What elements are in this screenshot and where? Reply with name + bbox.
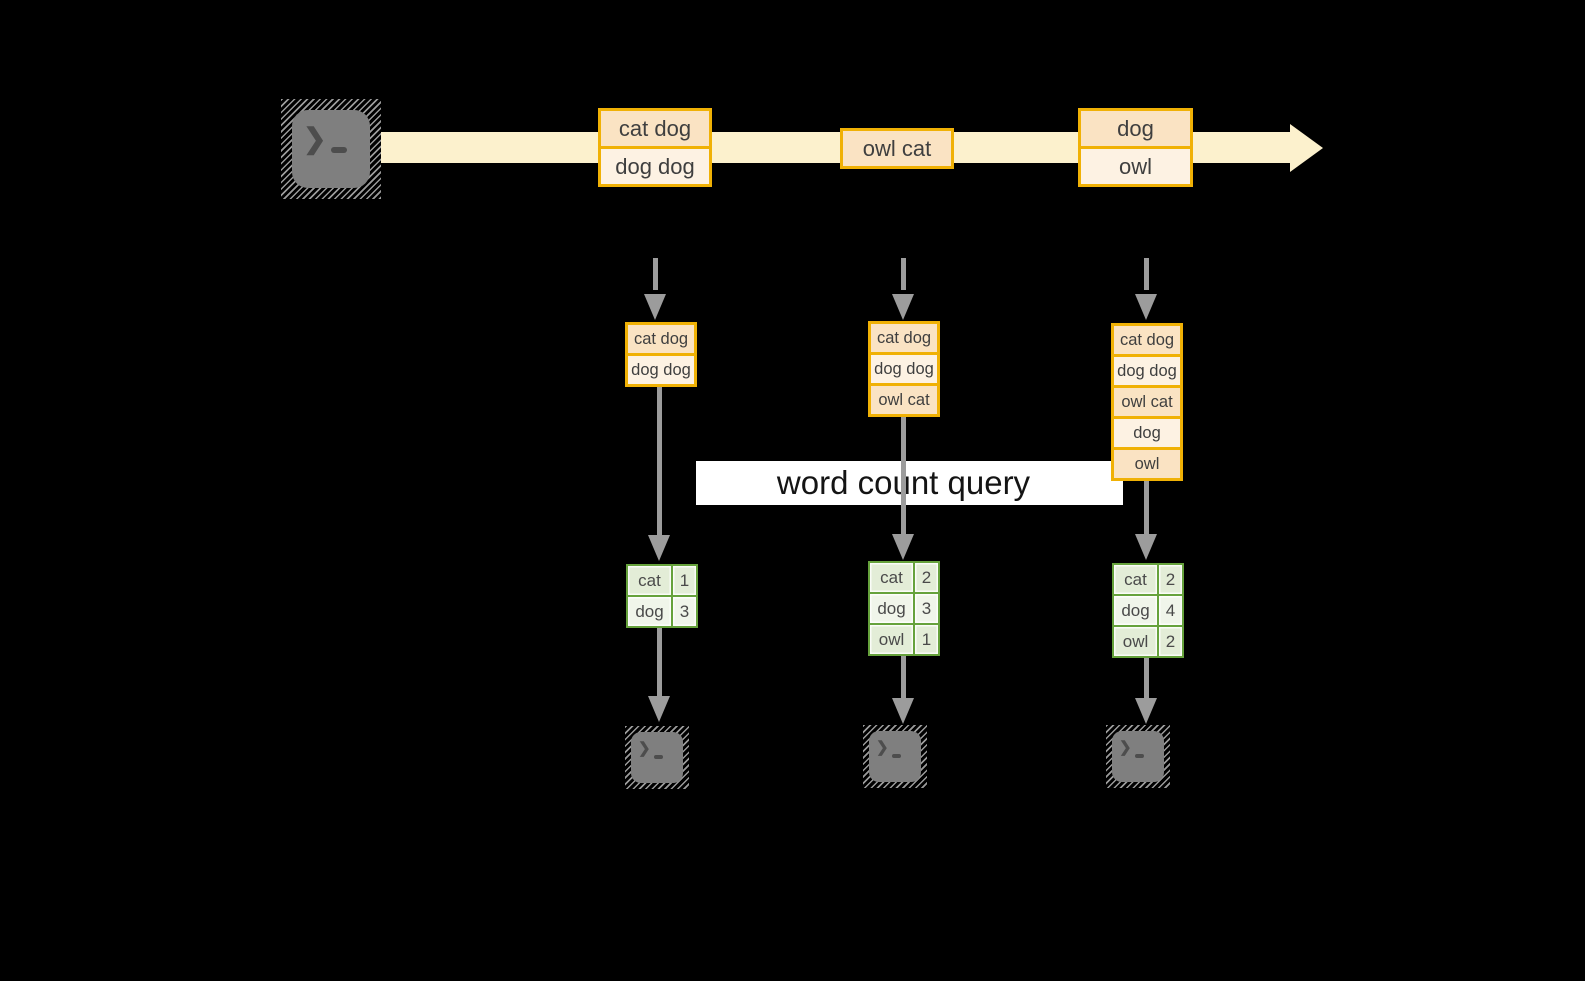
prompt-chevron-icon: ❯ — [876, 739, 889, 756]
count-value: 1 — [671, 566, 696, 595]
prompt-dash-icon — [331, 147, 347, 153]
count-value: 3 — [913, 594, 938, 623]
count-row: dog 3 — [628, 595, 696, 626]
prompt-dash-icon — [892, 754, 901, 758]
query-arrowhead-1 — [648, 535, 670, 561]
event-line: owl — [1081, 146, 1190, 184]
terminal-icon: ❯ — [863, 725, 927, 788]
count-row: dog 4 — [1114, 594, 1182, 625]
event-line: owl cat — [843, 131, 951, 166]
batch-row: dog dog — [871, 352, 937, 383]
batch-row: owl — [1114, 447, 1180, 478]
query-arrow-3 — [1144, 481, 1149, 534]
count-word: cat — [870, 563, 913, 592]
batch-stack-1: cat dog dog dog — [625, 322, 697, 387]
count-value: 2 — [1157, 565, 1182, 594]
count-value: 2 — [913, 563, 938, 592]
stream-event-1: cat dog dog dog — [598, 108, 712, 187]
batch-row: dog dog — [1114, 354, 1180, 385]
prompt-chevron-icon: ❯ — [303, 123, 327, 154]
batch-arrowhead-1 — [644, 294, 666, 320]
count-word: owl — [1114, 627, 1157, 656]
count-row: owl 2 — [1114, 625, 1182, 656]
batch-arrowhead-2 — [892, 294, 914, 320]
terminal-icon: ❯ — [625, 726, 689, 789]
batch-row: owl cat — [1114, 385, 1180, 416]
output-arrowhead-1 — [648, 696, 670, 722]
stream-event-3: dog owl — [1078, 108, 1193, 187]
query-arrow-1 — [657, 387, 662, 535]
stream-arrowhead-icon — [1290, 124, 1323, 172]
query-arrowhead-2 — [892, 534, 914, 560]
count-word: cat — [628, 566, 671, 595]
count-value: 1 — [913, 625, 938, 654]
batch-row: dog — [1114, 416, 1180, 447]
count-word: dog — [870, 594, 913, 623]
count-word: owl — [870, 625, 913, 654]
event-line: dog — [1081, 111, 1190, 146]
count-table-1: cat 1 dog 3 — [626, 564, 698, 628]
batch-stack-2: cat dog dog dog owl cat — [868, 321, 940, 417]
query-label: word count query — [696, 461, 1123, 505]
count-table-3: cat 2 dog 4 owl 2 — [1112, 563, 1184, 658]
output-arrow-1 — [657, 628, 662, 696]
batch-arrowhead-3 — [1135, 294, 1157, 320]
prompt-dash-icon — [654, 755, 663, 759]
count-row: dog 3 — [870, 592, 938, 623]
count-word: cat — [1114, 565, 1157, 594]
query-arrow-2 — [901, 417, 906, 534]
batch-arrow-2 — [901, 258, 906, 290]
prompt-chevron-icon: ❯ — [1119, 739, 1132, 756]
count-value: 2 — [1157, 627, 1182, 656]
batch-row: cat dog — [628, 325, 694, 353]
batch-row: cat dog — [1114, 326, 1180, 354]
count-row: cat 2 — [870, 563, 938, 592]
terminal-icon: ❯ — [1106, 725, 1170, 788]
count-table-2: cat 2 dog 3 owl 1 — [868, 561, 940, 656]
prompt-dash-icon — [1135, 754, 1144, 758]
query-arrowhead-3 — [1135, 534, 1157, 560]
batch-row: cat dog — [871, 324, 937, 352]
output-arrowhead-2 — [892, 698, 914, 724]
batch-stack-3: cat dog dog dog owl cat dog owl — [1111, 323, 1183, 481]
output-arrowhead-3 — [1135, 698, 1157, 724]
count-value: 4 — [1157, 596, 1182, 625]
batch-arrow-1 — [653, 258, 658, 290]
batch-row: dog dog — [628, 353, 694, 384]
batch-arrow-3 — [1144, 258, 1149, 290]
count-value: 3 — [671, 597, 696, 626]
terminal-icon: ❯ — [281, 99, 381, 199]
stream-event-2: owl cat — [840, 128, 954, 169]
output-arrow-2 — [901, 656, 906, 698]
output-arrow-3 — [1144, 658, 1149, 698]
batch-row: owl cat — [871, 383, 937, 414]
count-word: dog — [1114, 596, 1157, 625]
event-line: cat dog — [601, 111, 709, 146]
count-row: cat 2 — [1114, 565, 1182, 594]
prompt-chevron-icon: ❯ — [638, 740, 651, 757]
event-line: dog dog — [601, 146, 709, 184]
count-row: cat 1 — [628, 566, 696, 595]
count-word: dog — [628, 597, 671, 626]
count-row: owl 1 — [870, 623, 938, 654]
